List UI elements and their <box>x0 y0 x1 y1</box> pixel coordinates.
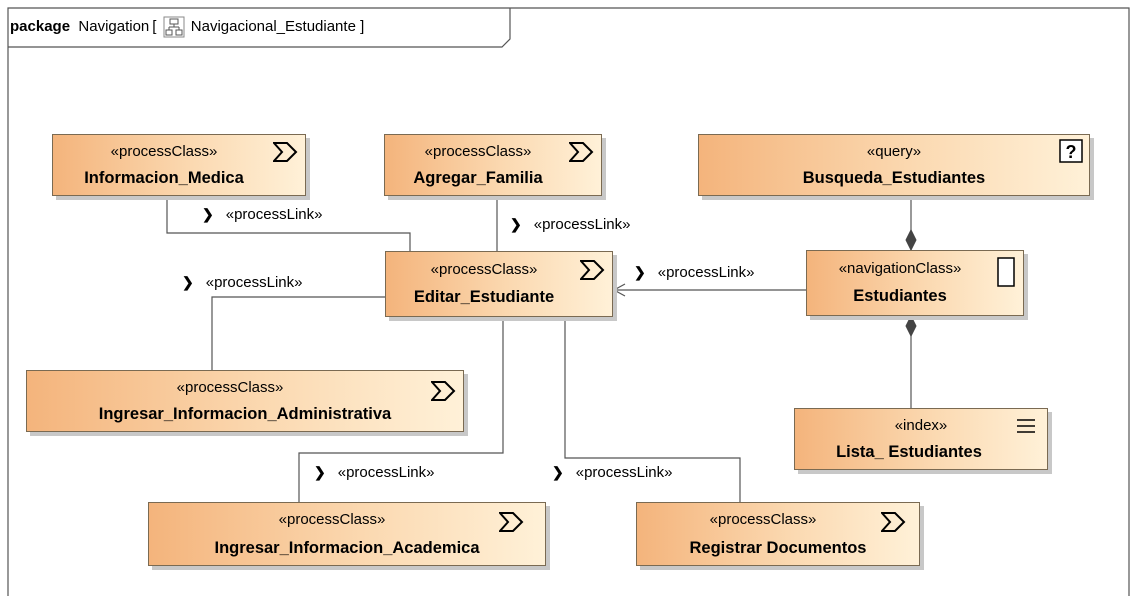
node-lista-estudiantes[interactable]: «index» Lista_ Estudiantes <box>794 408 1048 470</box>
direction-arrow-icon: ❯ <box>314 464 326 480</box>
node-ingresar-informacion-academica[interactable]: «processClass» Ingresar_Informacion_Acad… <box>148 502 546 566</box>
node-estudiantes[interactable]: «navigationClass» Estudiantes <box>806 250 1024 316</box>
stereotype-label: «processClass» <box>110 143 218 160</box>
arrowhead-estudiantes-link <box>612 283 626 297</box>
stereotype-label: «processClass» <box>709 511 817 528</box>
node-informacion-medica[interactable]: «processClass» Informacion_Medica <box>52 134 306 196</box>
composition-diamond-bottom <box>905 314 917 338</box>
stereotype-label: «query» <box>866 143 922 160</box>
stereotype-label: «index» <box>894 417 948 434</box>
process-chevron-icon <box>580 260 605 280</box>
process-chevron-icon <box>881 512 906 532</box>
process-chevron-icon <box>569 142 594 162</box>
node-name: Informacion_Medica <box>84 169 244 187</box>
link-stereotype: «processLink» <box>657 264 755 281</box>
package-frame-title: package Navigation [ Navigacional_Estudi… <box>10 16 364 38</box>
rectangle-icon <box>997 257 1015 287</box>
node-name: Lista_ Estudiantes <box>836 443 982 461</box>
question-mark-icon: ? <box>1059 139 1083 163</box>
direction-arrow-icon: ❯ <box>634 264 646 280</box>
process-chevron-icon <box>431 381 456 401</box>
node-ingresar-informacion-administrativa[interactable]: «processClass» Ingresar_Informacion_Admi… <box>26 370 464 432</box>
link-label-admin: ❯ «processLink» <box>182 274 302 291</box>
svg-text:?: ? <box>1066 142 1077 162</box>
link-stereotype: «processLink» <box>533 216 631 233</box>
class-diagram-icon <box>163 16 185 38</box>
link-label-familia: ❯ «processLink» <box>510 216 630 233</box>
link-medica <box>166 200 411 251</box>
link-stereotype: «processLink» <box>575 464 673 481</box>
process-chevron-icon <box>273 142 298 162</box>
node-registrar-documentos[interactable]: «processClass» Registrar Documentos <box>636 502 920 566</box>
node-name: Editar_Estudiante <box>413 288 555 306</box>
node-name: Registrar Documentos <box>689 539 867 557</box>
node-name: Ingresar_Informacion_Academica <box>214 539 480 557</box>
link-stereotype: «processLink» <box>337 464 435 481</box>
package-name: Navigation <box>78 17 150 35</box>
stereotype-label: «navigationClass» <box>838 260 962 277</box>
direction-arrow-icon: ❯ <box>510 216 522 232</box>
package-title-tab <box>8 8 511 48</box>
node-name: Agregar_Familia <box>413 169 543 187</box>
link-label-medica: ❯ «processLink» <box>202 206 322 223</box>
link-label-academica: ❯ «processLink» <box>314 464 434 481</box>
menu-lines-icon <box>1017 419 1035 433</box>
link-stereotype: «processLink» <box>205 274 303 291</box>
node-agregar-familia[interactable]: «processClass» Agregar_Familia <box>384 134 602 196</box>
package-frame-border <box>7 7 1130 596</box>
composition-diamond-top <box>905 228 917 252</box>
link-documentos <box>564 317 741 502</box>
node-busqueda-estudiantes[interactable]: «query» ? Busqueda_Estudiantes <box>698 134 1090 196</box>
stereotype-label: «processClass» <box>430 261 538 278</box>
stereotype-label: «processClass» <box>278 511 386 528</box>
stereotype-label: «processClass» <box>176 379 284 396</box>
node-name: Busqueda_Estudiantes <box>802 169 986 187</box>
link-stereotype: «processLink» <box>225 206 323 223</box>
process-chevron-icon <box>499 512 524 532</box>
node-editar-estudiante[interactable]: «processClass» Editar_Estudiante <box>385 251 613 317</box>
node-name: Ingresar_Informacion_Administrativa <box>98 405 392 423</box>
direction-arrow-icon: ❯ <box>202 206 214 222</box>
link-academica <box>298 317 504 502</box>
node-name: Estudiantes <box>853 287 947 305</box>
diagram-name: Navigacional_Estudiante <box>190 17 356 35</box>
link-label-documentos: ❯ «processLink» <box>552 464 672 481</box>
link-admin <box>211 296 385 370</box>
direction-arrow-icon: ❯ <box>182 274 194 290</box>
stereotype-label: «processClass» <box>424 143 532 160</box>
direction-arrow-icon: ❯ <box>552 464 564 480</box>
link-label-estudiantes: ❯ «processLink» <box>634 264 754 281</box>
package-keyword: package <box>10 17 71 35</box>
